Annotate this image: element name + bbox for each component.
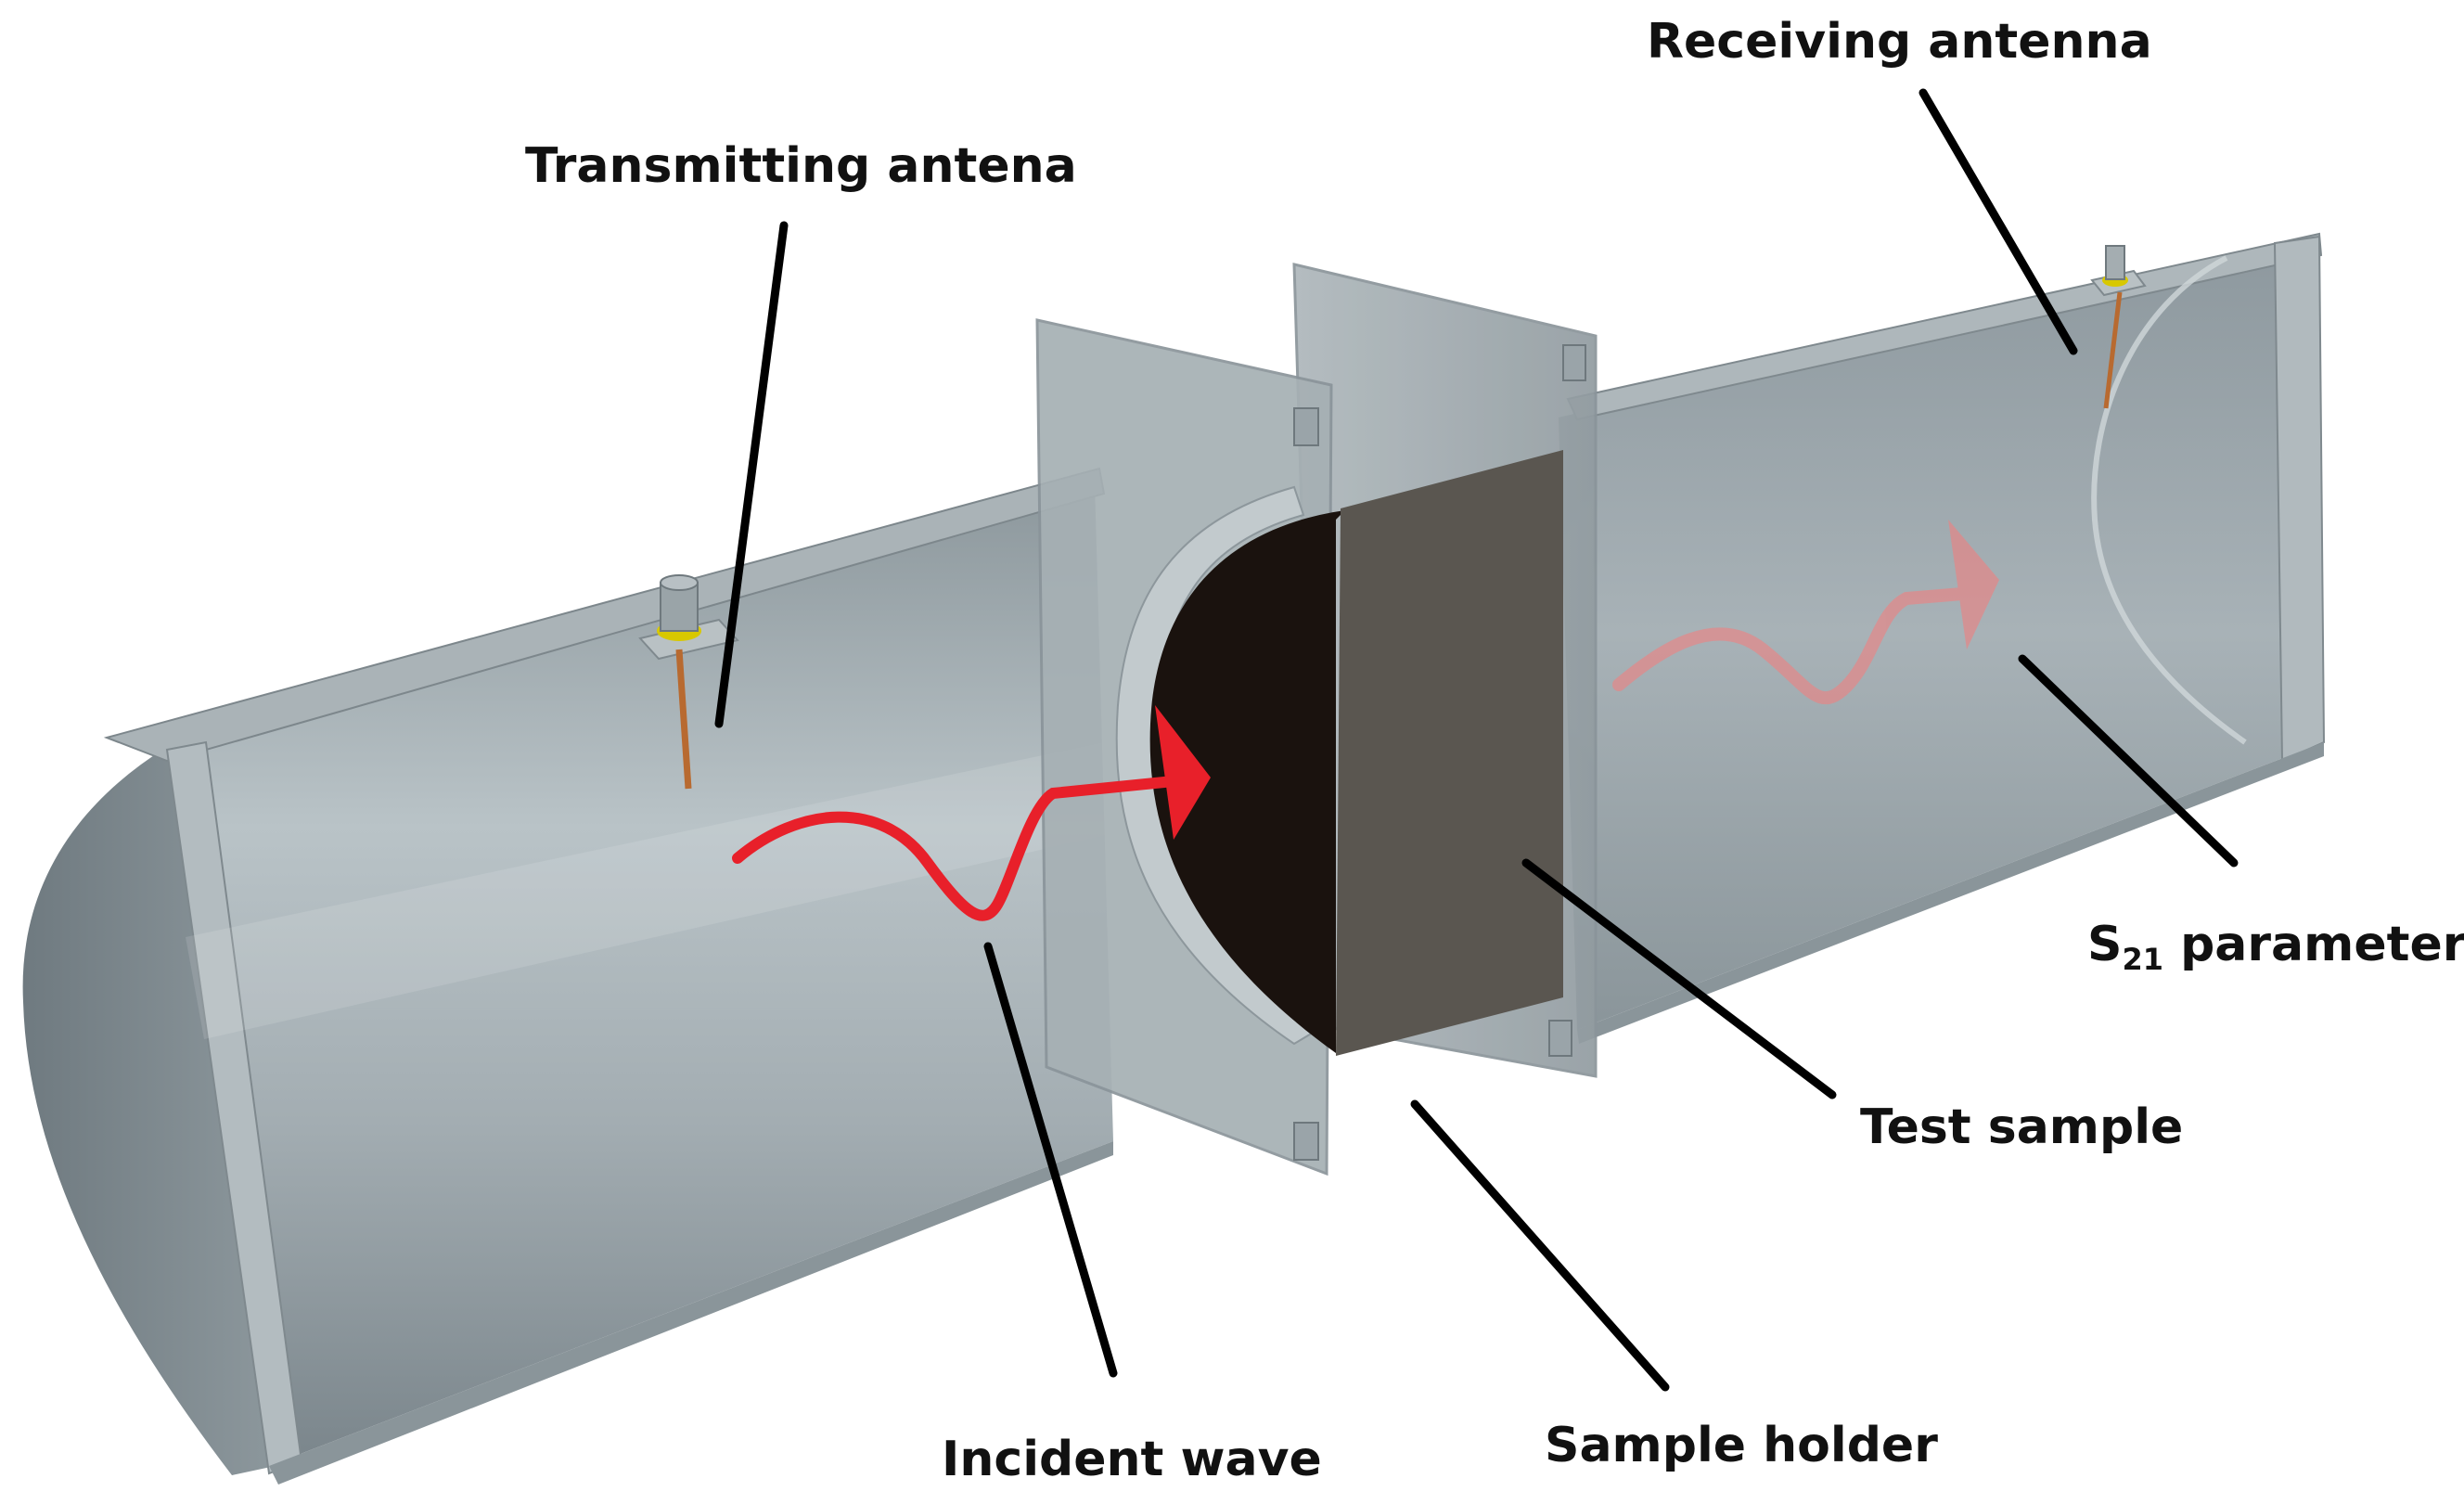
transmitting-antenna <box>638 574 739 790</box>
test-sample <box>1149 450 1563 1056</box>
leader-incident <box>983 942 1118 1378</box>
right-end-plate <box>2273 235 2326 763</box>
leader-transmitting <box>714 221 789 728</box>
right-body <box>1559 237 2324 1030</box>
leader-receiving <box>1919 88 2078 355</box>
leader-test-sample <box>1521 858 1837 1099</box>
left-body <box>167 482 1113 1466</box>
leader-lines <box>714 88 2239 1392</box>
label-transmitting-antenna: Transmitting antena <box>525 138 1077 194</box>
leader-s21 <box>2018 654 2239 868</box>
receiving-antenna <box>2090 245 2147 409</box>
labels: Transmitting antena Receiving antenna S2… <box>525 14 2464 1487</box>
s21-suffix: parameter <box>2163 917 2464 972</box>
right-end-arc <box>2091 255 2247 745</box>
sample-side-face <box>1149 510 1345 1053</box>
label-sample-holder: Sample holder <box>1545 1418 1938 1473</box>
left-waveguide <box>22 467 1113 1485</box>
label-s21-parameter: S21 parameter <box>2087 917 2464 977</box>
transmitted-wave-arrow <box>1612 520 1999 705</box>
s21-subscript: 21 <box>2122 942 2163 977</box>
label-receiving-antenna: Receiving antenna <box>1647 14 2152 70</box>
label-test-sample: Test sample <box>1860 1099 2183 1155</box>
leader-holder <box>1410 1099 1670 1392</box>
label-incident-wave: Incident wave <box>942 1432 1322 1487</box>
s21-symbol: S <box>2087 917 2122 972</box>
incident-wave-arrow <box>732 705 1211 921</box>
sample-front-face <box>1336 450 1563 1056</box>
